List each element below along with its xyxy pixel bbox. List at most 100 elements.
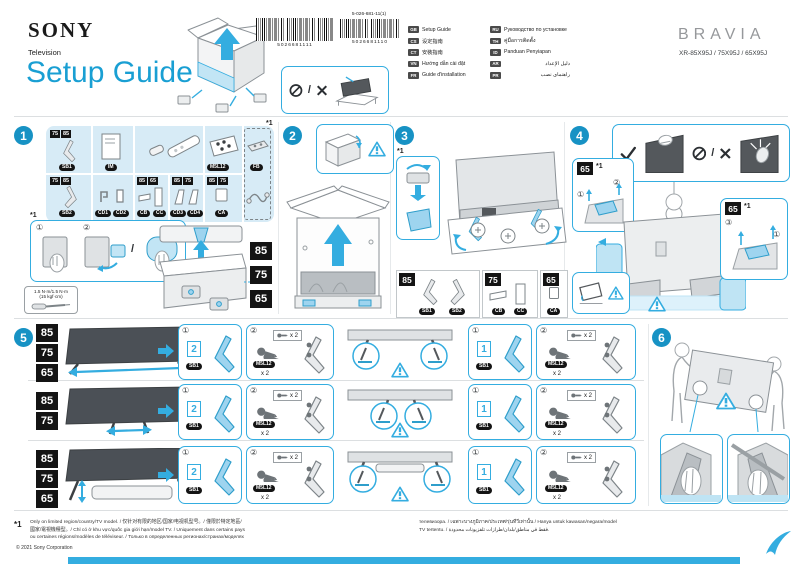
screw-icon [277, 392, 288, 399]
soundbar-unbox-scene [159, 225, 250, 311]
torque-value: 1.5 N·m/1.5 N·m [34, 289, 68, 294]
language-label: دليل الإعداد [545, 60, 570, 67]
step-2-badge: 2 [283, 126, 302, 145]
part-label: SB2 [449, 308, 465, 315]
warning-triangle-icon [608, 285, 624, 301]
part-number: 5-026-681-11(1) [351, 12, 387, 17]
grid-line [46, 173, 242, 175]
size-badge: 85 [172, 177, 182, 185]
substep-1-marker: ① [182, 448, 190, 457]
stand-leg-part-icon [56, 139, 82, 163]
size-badge: 65 [577, 162, 593, 175]
step-3-badge: 3 [395, 126, 414, 145]
screws-icon [257, 405, 279, 419]
slash-separator: / [131, 243, 135, 255]
no-laydown-warning-box: / [281, 66, 389, 114]
stand-leg-icon [211, 456, 237, 498]
foam-removal-inset-right: 65 *1 ③ ① ② [720, 198, 788, 280]
press-screen-scene [740, 134, 779, 174]
screw-sheet-part-icon [209, 135, 239, 157]
substep-1-marker: ① [472, 386, 480, 395]
part-label: SB1 [476, 423, 492, 430]
step-1-badge: 1 [14, 126, 33, 145]
step5-r2-panelA1: ① 2 SB1 [178, 384, 242, 440]
screwdriver-icon [31, 303, 71, 310]
screw-qty: x 2 [584, 392, 593, 399]
bravia-logo: BRAVIA [678, 26, 766, 43]
model-numbers: XR-85X95J / 75X95J / 65X95J [679, 50, 768, 57]
substep-2-marker: ② [250, 448, 258, 457]
screw-qty: x 2 [553, 431, 562, 437]
part-label: FB [250, 164, 263, 171]
footnote-line: ou certaines régions/modèles de télévise… [30, 535, 244, 541]
leg-screw-scene [599, 456, 625, 502]
screw-icon [277, 454, 288, 461]
step2-caution-inset [316, 124, 394, 174]
step5-r2-panelB2: ② x 2 M5L12 x 2 [536, 384, 636, 440]
carton-lift-illustration [286, 185, 390, 309]
step5-r1-panelB1: ① 1 SB1 [468, 324, 532, 380]
stand-position-marker: 1 [477, 401, 491, 417]
attach-legs-illustration [447, 151, 567, 255]
part-label: SB1 [476, 363, 492, 370]
size-badge: 65 [543, 273, 559, 286]
arrow-right-icon [158, 404, 174, 418]
unboxing-illustration [177, 17, 275, 113]
step5-r3-panelB1: ① 1 SB1 [468, 446, 532, 504]
substep-2-marker: ② [83, 223, 91, 232]
step5-r2-panelB1: ① 1 SB1 [468, 384, 532, 440]
step5-r3-panelA1: ① 2 SB1 [178, 446, 242, 504]
screws-icon [257, 345, 279, 359]
language-label: راهنمای نصب [540, 72, 570, 79]
screw-qty: x 2 [261, 495, 270, 501]
two-person-carry-scene [671, 342, 785, 433]
grip-detail-scene [728, 442, 788, 502]
substep-2-marker: ② [540, 326, 548, 335]
footnote-marker: *1 [397, 148, 404, 155]
part-label: M5L12 [253, 421, 275, 428]
part-label: CA [215, 210, 229, 217]
screws-icon [549, 405, 571, 419]
prohibition-icon [692, 146, 707, 161]
stand-position-marker: 2 [187, 464, 201, 480]
language-label: Setup Guide [422, 26, 451, 33]
tv-facedown-scene [335, 76, 379, 106]
size-badge: 85 [36, 324, 58, 342]
divider [28, 440, 644, 441]
parts-list-panel: 75 85 SB1 IM M5L12 FB 75 85 SB2 CD1 CD [46, 126, 274, 222]
size-badge: 85 [250, 242, 272, 260]
arrow-up-icon [214, 28, 240, 60]
part-label: M5L12 [207, 164, 229, 171]
footer-accent-bar [68, 557, 740, 564]
footnote-marker: *1 [30, 212, 37, 219]
grip-detail-panel-left [660, 434, 723, 504]
step5-r3-bottom-view [347, 451, 453, 504]
substep-2-marker: ② [250, 386, 258, 395]
prohibition-icon [289, 83, 303, 98]
stand-leg-icon [501, 333, 527, 375]
part-label: SB1 [186, 423, 202, 430]
part-label: M5L12 [545, 485, 567, 492]
size-badge: 85 [61, 177, 71, 185]
language-label: 安裝指南 [422, 49, 443, 56]
size-badge: 75 [36, 412, 58, 430]
attach-scene-1 [42, 236, 68, 273]
language-code: VN [408, 60, 419, 68]
divider [648, 324, 649, 506]
part-label: CD3 [170, 210, 187, 217]
stand-leg-icon [448, 278, 468, 306]
grid-line [203, 126, 205, 222]
footnote-line: 國家/電視機種型。/ Chỉ có ở khu vực/quốc gia giớ… [30, 527, 245, 533]
leg-screw-scene [599, 393, 625, 437]
soundbar-clearance-diagram [65, 448, 189, 503]
part-label: SB1 [476, 487, 492, 494]
part-label: CC [153, 210, 167, 217]
part-label: M5L12 [253, 485, 275, 492]
sony-logo: SONY [28, 18, 95, 42]
part-label: SB1 [419, 308, 435, 315]
substep-1-marker: ① [773, 230, 781, 239]
